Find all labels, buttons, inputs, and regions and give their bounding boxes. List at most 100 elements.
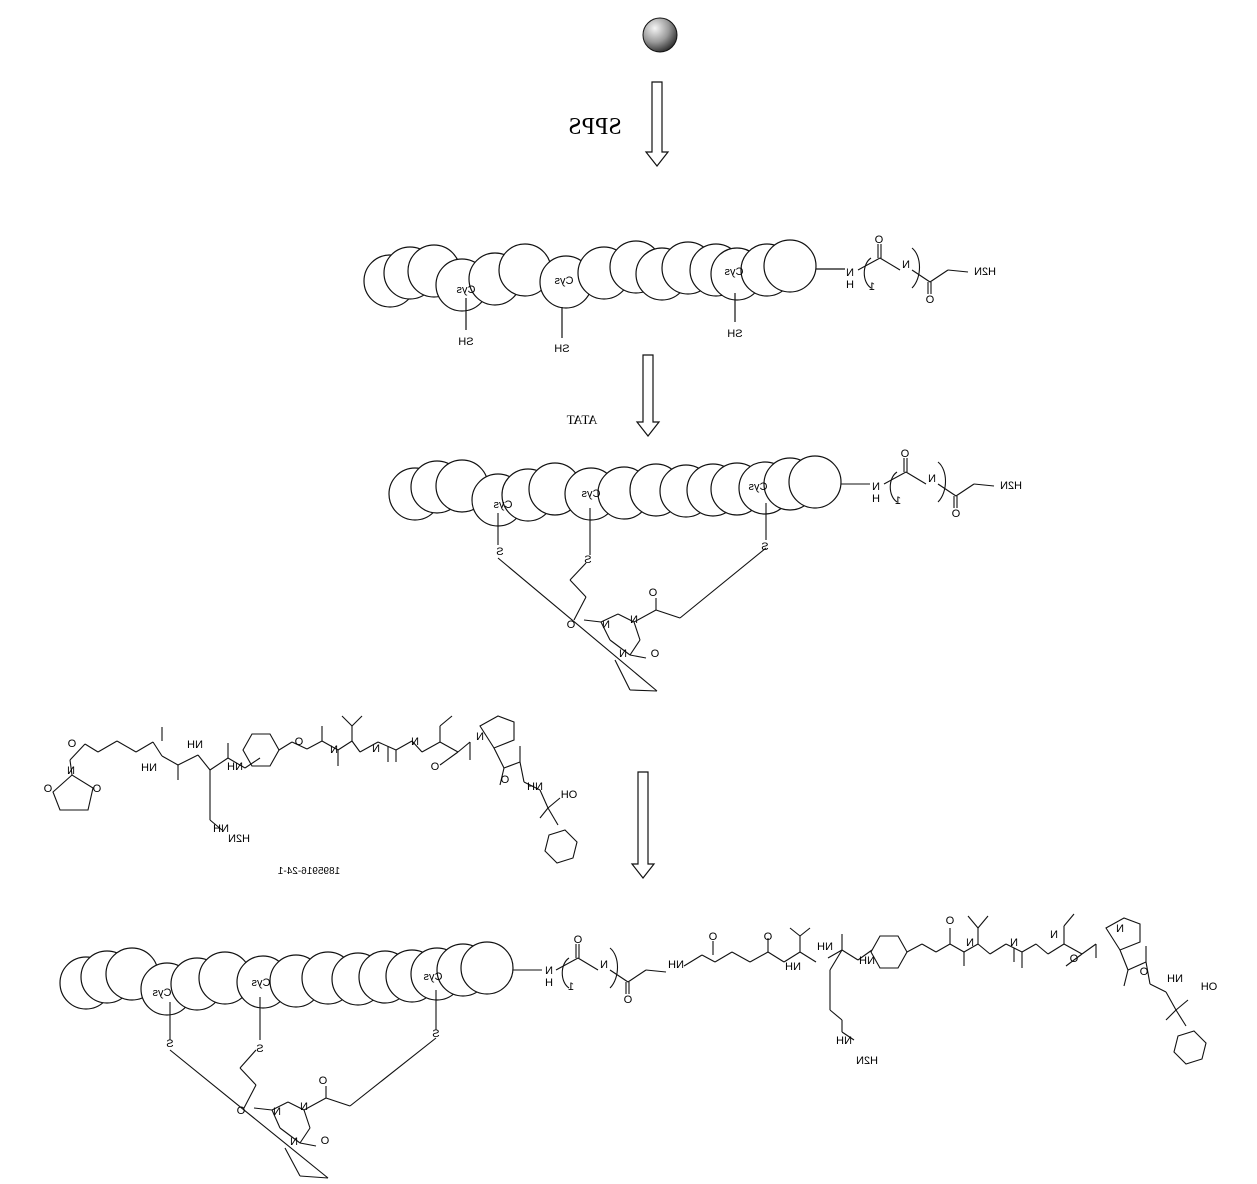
o-label-tata-2: O [648, 587, 657, 599]
n-label-mmae-6: N [1010, 937, 1018, 949]
h2n-label-2: H2N [1000, 480, 1022, 492]
h-label-1: H [846, 279, 854, 291]
step-label-atat: ATAT [567, 412, 598, 427]
o-label-1a: O [874, 234, 883, 246]
nh-label-mmae-4: NH [527, 781, 543, 793]
sub-label-1: 1 [869, 281, 875, 293]
peptide-conjugate [59, 941, 514, 1016]
o-label-nhs-2: O [92, 783, 101, 795]
n-label-tata-1: N [602, 619, 610, 631]
n-label-tata-4: N [273, 1106, 281, 1118]
nh-label-val-2: NH [785, 961, 801, 973]
n-label-1: N [902, 259, 910, 271]
o-label-glu-2: O [763, 931, 772, 943]
peptide-linear [363, 239, 817, 312]
o-label-carbamate-2: O [945, 915, 954, 927]
h-label-2: H [872, 493, 880, 505]
n-label-mmae-2: N [372, 743, 380, 755]
cys-label-8: Cys [251, 977, 270, 989]
n-label-tata-5: N [300, 1101, 308, 1113]
step-label-spps: SPPS [568, 114, 621, 140]
s-label-2: S [584, 554, 591, 566]
o-label-ester: O [67, 738, 76, 750]
cas-number-label: 1895916-24-1 [277, 866, 340, 877]
nh-label-pab-2: NH [859, 955, 875, 967]
sh-label-3: SH [727, 328, 742, 340]
nh-label-urea-2: NH [836, 1035, 852, 1047]
o-label-ome-2: O [500, 774, 509, 786]
s-label-5: S [256, 1043, 263, 1055]
cys-label-9: Cys [423, 971, 442, 983]
o-label-nhs-1: O [43, 783, 52, 795]
nh-label-val: NH [141, 762, 157, 774]
cys-label-5: Cys [581, 488, 600, 500]
cys-label-4: Cys [493, 499, 512, 511]
h-label-3: H [545, 977, 553, 989]
sub-label-2: 1 [895, 495, 901, 507]
o-label-2b: O [951, 508, 960, 520]
n-label-pro-2: N [1116, 923, 1124, 935]
peptide-linear-thiols [465, 268, 845, 338]
h2n-label-urea-2: H2N [856, 1055, 878, 1067]
peptide-bicyclic [388, 455, 842, 527]
n-label-nhs: N [67, 765, 75, 777]
s-label-3: S [761, 541, 768, 553]
cys-label-1: Cys [456, 284, 475, 296]
tata-scaffold-1 [497, 483, 870, 692]
nh-label-urea: NH [213, 823, 229, 835]
tata-scaffold-2 [169, 913, 1207, 1179]
h2n-label-urea: H2N [228, 833, 250, 845]
s-label-4: S [166, 1038, 173, 1050]
cys-label-6: Cys [748, 481, 767, 493]
s-label-6: S [432, 1028, 439, 1040]
oh-label: OH [561, 789, 578, 801]
o-label-tata-1: O [566, 619, 575, 631]
n-label-tata-2: N [630, 614, 638, 626]
arrow-step-2 [635, 354, 661, 437]
nh-label-1: N [846, 267, 854, 279]
n-label-pro: N [476, 731, 484, 743]
o-label-carbamate: O [294, 736, 303, 748]
n-label-mmae-7: N [1050, 929, 1058, 941]
o-label-3a: O [573, 934, 582, 946]
h2n-label-1: H2N [974, 266, 996, 278]
nh-label-2: N [872, 481, 880, 493]
o-label-tata-3: O [650, 648, 659, 660]
nh-label-mmae-8: NH [1167, 973, 1183, 985]
n-label-2: N [928, 473, 936, 485]
o-label-tata-6: O [320, 1135, 329, 1147]
o-label-tata-5: O [318, 1075, 327, 1087]
nh-label-cit-2: NH [817, 941, 833, 953]
cys-label-2: Cys [554, 275, 573, 287]
sh-label-1: SH [458, 336, 473, 348]
arrow-step-3 [630, 771, 656, 879]
sub-label-3: 1 [568, 981, 574, 993]
n-label-tata-6: N [290, 1136, 298, 1148]
o-label-glu: O [708, 931, 717, 943]
linker-chain-2 [883, 458, 995, 508]
n-label-mmae-5: N [966, 937, 974, 949]
o-label-2a: O [900, 448, 909, 460]
s-label-1: S [496, 546, 503, 558]
arrow-step-1 [644, 81, 670, 167]
nh-label-3: N [545, 965, 553, 977]
linker-payload-structure [52, 715, 578, 864]
o-label-3b: O [623, 994, 632, 1006]
o-label-tata-4: O [236, 1105, 245, 1117]
n-label-mmae-3: N [411, 736, 419, 748]
o-label-ome-1: O [430, 761, 439, 773]
sh-label-2: SH [554, 343, 569, 355]
cys-label-7: Cys [152, 987, 171, 999]
o-label-ome-4: O [1139, 966, 1148, 978]
o-label-ome-3: O [1069, 953, 1078, 965]
nh-label-pab: NH [227, 761, 243, 773]
linker-chain-1 [857, 244, 969, 294]
o-label-1b: O [925, 294, 934, 306]
nh-label-cit: NH [187, 739, 203, 751]
resin-bead-icon [642, 17, 678, 53]
n-label-tata-3: N [619, 648, 627, 660]
n-label-mmae-1: N [330, 744, 338, 756]
n-label-3: N [600, 959, 608, 971]
oh-label-2: OH [1201, 981, 1218, 993]
